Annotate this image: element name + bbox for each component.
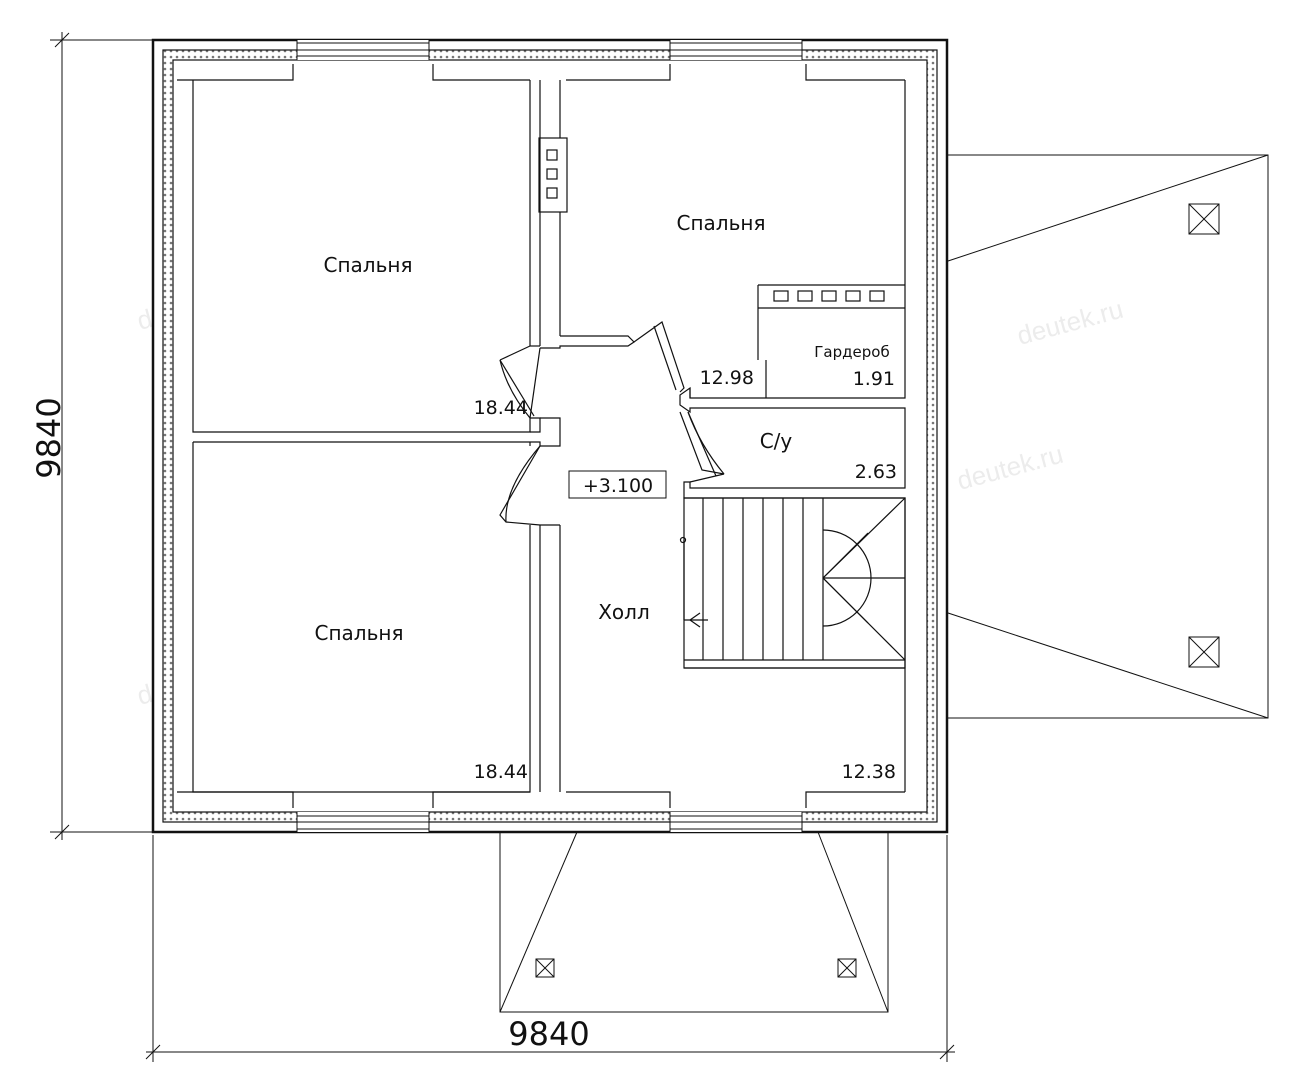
room-name-wardrobe: Гардероб bbox=[814, 343, 889, 361]
door-bedroom-top-left bbox=[499, 345, 541, 419]
external-walls bbox=[151, 38, 949, 834]
roof-vent-icon bbox=[1188, 636, 1220, 668]
staircase bbox=[679, 497, 906, 669]
dimension-vertical bbox=[50, 32, 155, 840]
room-outline-bedroom-top-left bbox=[192, 80, 531, 433]
level-mark-box bbox=[568, 470, 667, 499]
room-name-bedroom-top-left: Спальня bbox=[324, 253, 413, 277]
level-mark: +3.100 bbox=[583, 475, 653, 497]
roof-vent-icon bbox=[535, 958, 555, 978]
interior-walls-right bbox=[679, 80, 906, 792]
dimension-width-label: 9840 bbox=[508, 1015, 589, 1053]
door-bedroom-bottom-left bbox=[499, 445, 541, 526]
room-area-hall: 12.38 bbox=[842, 761, 896, 783]
window bbox=[296, 812, 430, 832]
window bbox=[296, 40, 430, 60]
window bbox=[669, 812, 803, 832]
roof-vent-icon bbox=[837, 958, 857, 978]
room-area-bedroom-top-right: 12.98 bbox=[700, 367, 754, 389]
room-name-bedroom-bottom-left: Спальня bbox=[315, 621, 404, 645]
interior-wall-center bbox=[530, 80, 635, 792]
room-area-bedroom-top-left: 18.44 bbox=[474, 397, 528, 419]
ventilation-shaft bbox=[538, 137, 568, 213]
room-name-bedroom-top-right: Спальня bbox=[677, 211, 766, 235]
room-name-hall: Холл bbox=[598, 600, 650, 624]
window bbox=[669, 40, 803, 60]
room-area-bathroom: 2.63 bbox=[855, 461, 897, 483]
roof-vent-icon bbox=[1188, 203, 1220, 235]
room-area-wardrobe: 1.91 bbox=[853, 368, 895, 390]
roof-canopy-bottom bbox=[499, 831, 889, 1013]
dimension-horizontal bbox=[145, 835, 955, 1062]
room-area-bedroom-bottom-left: 18.44 bbox=[474, 761, 528, 783]
roof-canopy-right bbox=[944, 154, 1269, 719]
door-bedroom-top-right bbox=[633, 321, 685, 393]
door-bathroom bbox=[679, 411, 725, 483]
dimension-height-label: 9840 bbox=[30, 397, 68, 478]
room-name-bathroom: С/у bbox=[760, 429, 793, 453]
watermark-text: deutek.ru bbox=[954, 439, 1066, 496]
watermark-text: deutek.ru bbox=[1014, 294, 1126, 351]
room-outline-bedroom-bottom-left bbox=[192, 441, 531, 793]
